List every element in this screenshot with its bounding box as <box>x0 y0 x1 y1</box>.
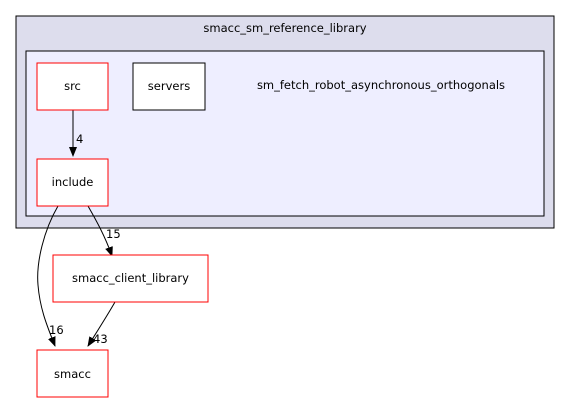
edge-include-smacc-client-library: 15 <box>87 205 121 257</box>
node-servers[interactable]: servers <box>132 62 206 111</box>
node-servers-label: servers <box>148 79 190 93</box>
node-include-label: include <box>52 175 94 189</box>
edge-label-src-include: 4 <box>76 132 83 146</box>
node-smacc[interactable]: smacc <box>36 349 109 398</box>
inner-cluster[interactable]: sm_fetch_robot_asynchronous_orthogonals <box>25 50 545 217</box>
node-smacc-client-library-label: smacc_client_library <box>72 271 189 285</box>
edge-label-include-smacc-client-library: 15 <box>106 227 121 241</box>
edge-label-include-smacc: 16 <box>49 323 64 337</box>
node-src[interactable]: src <box>36 62 109 111</box>
outer-cluster-label: smacc_sm_reference_library <box>203 21 366 35</box>
edge-include-smacc: 16 <box>37 205 64 347</box>
node-smacc-label: smacc <box>54 367 91 381</box>
node-src-label: src <box>64 79 81 93</box>
inner-cluster-label: sm_fetch_robot_asynchronous_orthogonals <box>257 78 505 92</box>
node-include[interactable]: include <box>36 158 109 207</box>
node-smacc-client-library[interactable]: smacc_client_library <box>52 254 209 303</box>
edge-src-include: 4 <box>69 110 83 157</box>
edge-smacc-client-library-smacc: 43 <box>87 301 116 347</box>
edge-label-smacc-client-library-smacc: 43 <box>93 332 108 346</box>
